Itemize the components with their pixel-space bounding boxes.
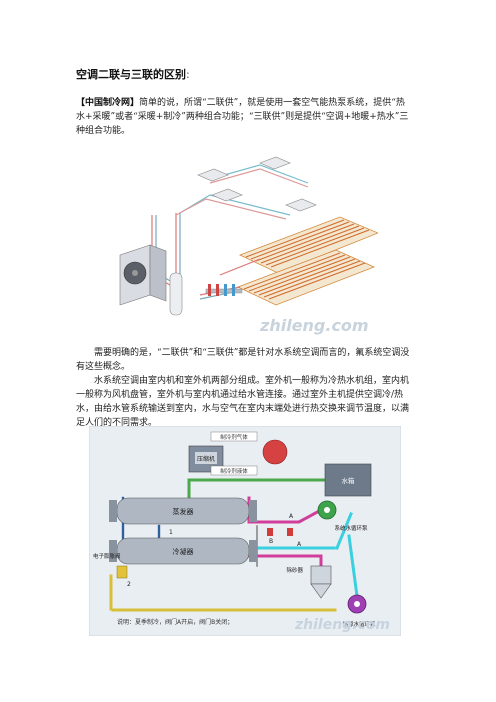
system-water-pump: 系统水循环泵 [317, 500, 368, 532]
indoor-unit-3 [211, 188, 243, 202]
system-illustration: zhileng.com [110, 155, 378, 341]
svg-text:B: B [269, 538, 273, 545]
svg-text:除砂器: 除砂器 [286, 566, 303, 574]
svg-text:压缩机: 压缩机 [197, 455, 215, 463]
sand-separator: 除砂器 [286, 565, 332, 599]
svg-text:A: A [289, 513, 294, 520]
svg-text:系统水循环泵: 系统水循环泵 [334, 524, 368, 532]
svg-text:蒸发器: 蒸发器 [173, 507, 194, 516]
svg-text:电子膨胀阀: 电子膨胀阀 [93, 552, 121, 560]
figure2-watermark: zhileng.com [294, 617, 390, 633]
svg-text:冷凝器: 冷凝器 [173, 547, 194, 556]
indoor-unit-2 [259, 156, 291, 170]
floor-heating-coil-upper [238, 216, 378, 274]
water-tank: 水箱 [262, 439, 372, 497]
condenser: 冷凝器 [109, 537, 257, 565]
path-number-1: 1 [169, 529, 173, 536]
indoor-unit-4 [285, 198, 317, 212]
svg-text:A: A [297, 541, 302, 548]
intro-paragraph: 【中国制冷网】简单的说，所谓“二联供”，就是使用一套空气能热泵系统，提供“热水+… [76, 98, 409, 136]
manifold [205, 284, 243, 296]
valve-b: B [267, 528, 293, 545]
paragraph-2: 需要明确的是，“二联供”和“三联供”都是针对水系统空调而言的，氟系统空调没有这些… [76, 348, 410, 372]
water-tank [169, 272, 183, 316]
source-tag: 【中国制冷网】 [76, 98, 140, 108]
svg-text:热源水循环泵: 热源水循环泵 [342, 620, 376, 628]
refrigerant-indicator: 制冷剂气体 制冷剂液体 [210, 431, 258, 476]
outdoor-unit [119, 244, 167, 306]
heat-source-water-pump: 热源水循环泵 [342, 594, 376, 628]
electronic-expansion-valve: 电子膨胀阀 [93, 552, 128, 579]
valve-a: A A [289, 513, 302, 548]
floor-heating-coil-lower [236, 249, 376, 306]
evaporator: 蒸发器 [109, 497, 257, 525]
figure1-watermark: zhileng.com [259, 316, 369, 335]
schematic-note: 说明：夏季制冷，阀门A开启，阀门B关闭； [117, 618, 233, 626]
indoor-unit-1 [197, 168, 229, 182]
svg-text:制冷剂气体: 制冷剂气体 [220, 433, 248, 441]
paragraph-3: 水系统空调由室内机和室外机两部分组成。室外机一般称为冷热水机组，室内机一般称为风… [76, 376, 410, 428]
svg-text:制冷剂液体: 制冷剂液体 [220, 467, 248, 475]
water-system-schematic: 压缩机 制冷剂气体 制冷剂液体 水箱 蒸发器 冷凝器 [89, 426, 401, 636]
svg-text:水箱: 水箱 [342, 476, 356, 485]
page-title: 空调二联与三联的区别: [76, 68, 190, 81]
path-number-2: 2 [127, 581, 131, 588]
